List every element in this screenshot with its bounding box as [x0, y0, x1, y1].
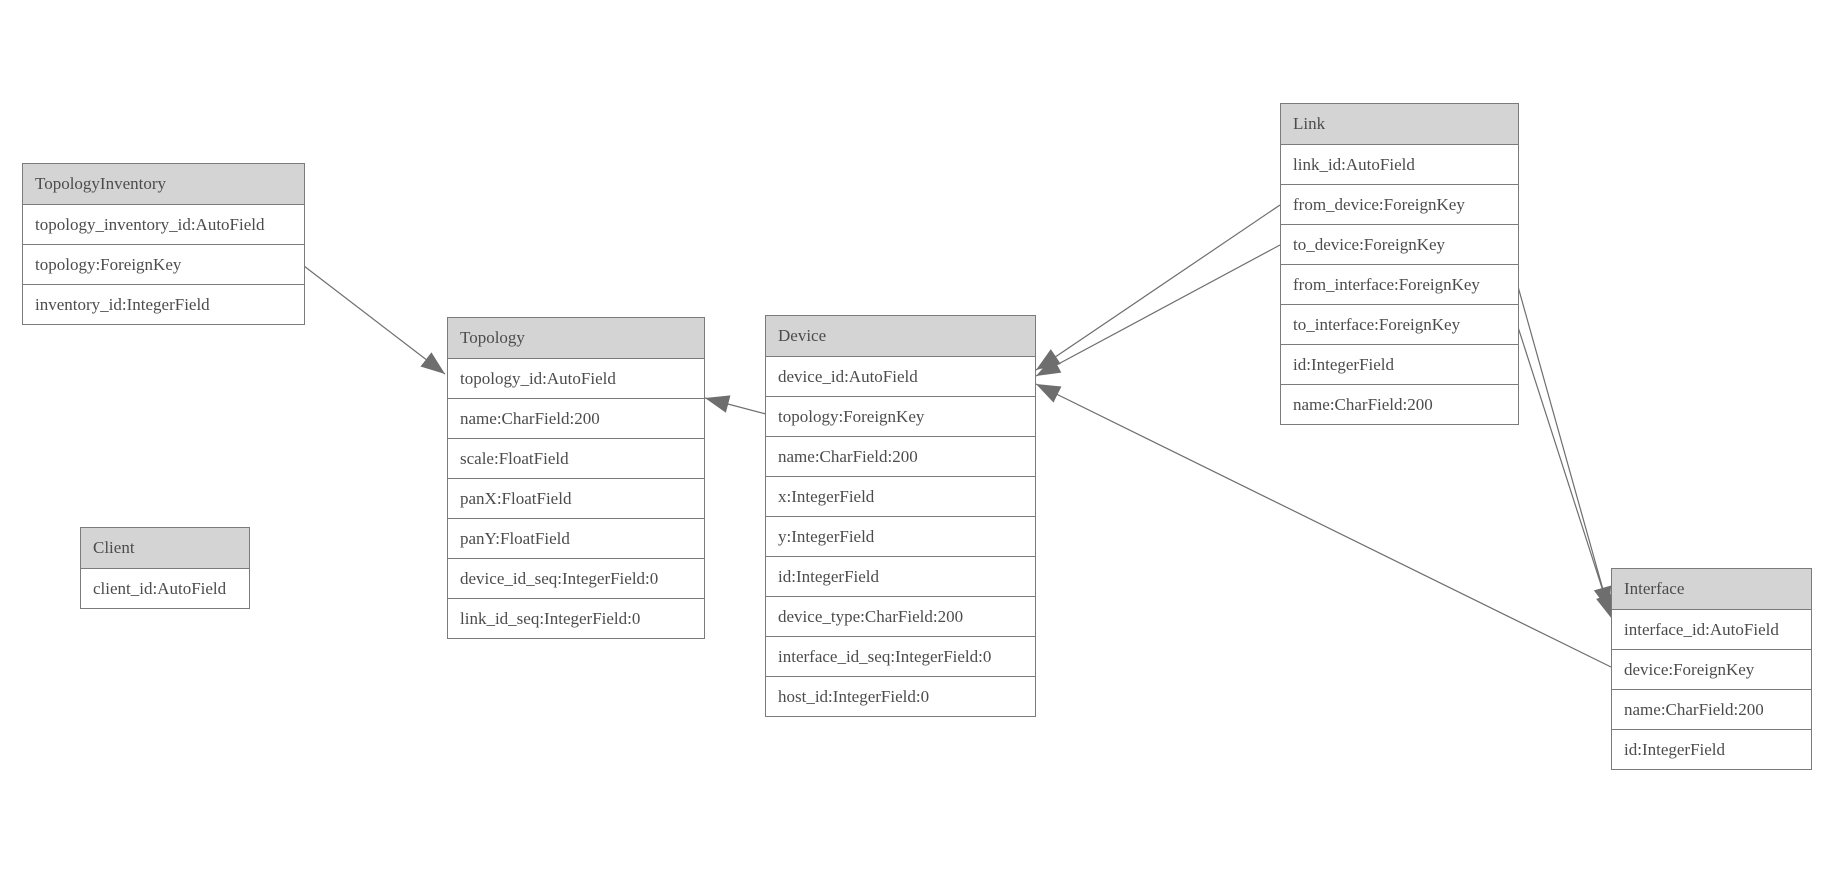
entity-field: name:CharField:200 [1281, 384, 1518, 424]
entity-field: interface_id_seq:IntegerField:0 [766, 636, 1035, 676]
entity-field: host_id:IntegerField:0 [766, 676, 1035, 716]
entity-field: topology:ForeignKey [766, 396, 1035, 436]
entity-field: name:CharField:200 [1612, 689, 1811, 729]
entity-field: client_id:AutoField [81, 568, 249, 608]
entity-field: link_id:AutoField [1281, 144, 1518, 184]
entity-field: from_device:ForeignKey [1281, 184, 1518, 224]
entity-field: device_type:CharField:200 [766, 596, 1035, 636]
entity-field: link_id_seq:IntegerField:0 [448, 598, 704, 638]
entity-field: topology:ForeignKey [23, 244, 304, 284]
entity-field: topology_id:AutoField [448, 358, 704, 398]
entity-field: x:IntegerField [766, 476, 1035, 516]
entity-field: from_interface:ForeignKey [1281, 264, 1518, 304]
entity-field: device:ForeignKey [1612, 649, 1811, 689]
entity-client: Client client_id:AutoField [80, 527, 250, 609]
entity-title: Link [1281, 104, 1518, 144]
relation-link-to-device-to-device [1035, 244, 1281, 377]
entity-field: inventory_id:IntegerField [23, 284, 304, 324]
entity-field: device_id:AutoField [766, 356, 1035, 396]
relation-link-from-interface-to-interface [1516, 282, 1612, 612]
relation-link-to-interface-to-interface [1516, 323, 1614, 620]
relation-interface-device-to-device [1035, 383, 1612, 668]
entity-field: to_interface:ForeignKey [1281, 304, 1518, 344]
entity-field: id:IntegerField [766, 556, 1035, 596]
entity-field: scale:FloatField [448, 438, 704, 478]
entity-field: to_device:ForeignKey [1281, 224, 1518, 264]
relation-topologyinventory-topology-to-topology [303, 265, 446, 375]
entity-field: id:IntegerField [1281, 344, 1518, 384]
entity-field: device_id_seq:IntegerField:0 [448, 558, 704, 598]
entity-field: name:CharField:200 [766, 436, 1035, 476]
relation-link-from-device-to-device [1035, 204, 1281, 371]
entity-field: panY:FloatField [448, 518, 704, 558]
entity-topology-inventory: TopologyInventory topology_inventory_id:… [22, 163, 305, 325]
entity-field: topology_inventory_id:AutoField [23, 204, 304, 244]
entity-field: name:CharField:200 [448, 398, 704, 438]
entity-field: y:IntegerField [766, 516, 1035, 556]
entity-title: Interface [1612, 569, 1811, 609]
entity-field: id:IntegerField [1612, 729, 1811, 769]
entity-title: Client [81, 528, 249, 568]
entity-title: TopologyInventory [23, 164, 304, 204]
entity-field: interface_id:AutoField [1612, 609, 1811, 649]
relation-device-topology-to-topology [704, 395, 767, 415]
entity-field: panX:FloatField [448, 478, 704, 518]
entity-title: Topology [448, 318, 704, 358]
entity-title: Device [766, 316, 1035, 356]
entity-field-list: client_id:AutoField [81, 568, 249, 608]
